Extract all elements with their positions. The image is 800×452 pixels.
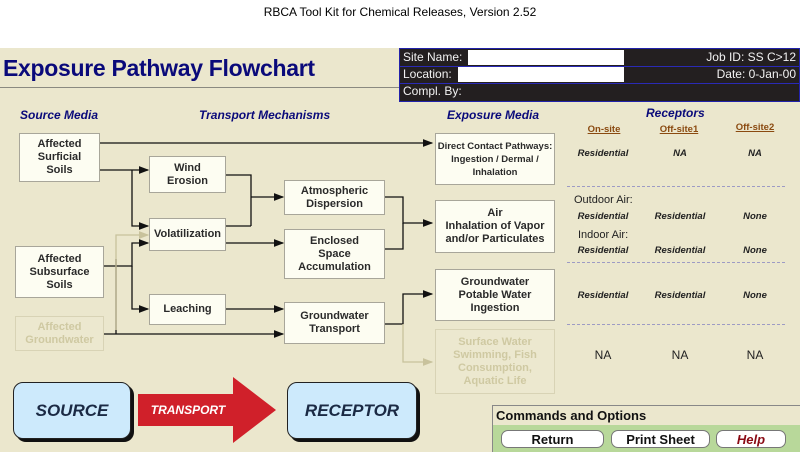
header-receptors: Receptors	[646, 106, 705, 120]
receptor-divider	[567, 324, 785, 325]
legend-transport: TRANSPORT	[150, 403, 226, 417]
job-id: Job ID: SS C>12	[706, 50, 796, 64]
receptor-gw-offsite2[interactable]: None	[743, 290, 767, 301]
return-button[interactable]: Return	[501, 430, 604, 448]
title-divider	[0, 87, 400, 88]
header-source-media: Source Media	[20, 108, 99, 122]
legend-source: SOURCE	[13, 382, 131, 439]
location-row: Location: Date: 0-Jan-00	[400, 66, 799, 84]
connector-subsurf-leach	[131, 266, 150, 313]
help-button[interactable]: Help	[716, 430, 786, 448]
receptor-direct-onsite[interactable]: Residential	[577, 148, 629, 159]
receptor-outdoor-offsite1[interactable]: Residential	[654, 211, 706, 222]
receptor-outdoor-offsite2[interactable]: None	[743, 211, 767, 222]
location-label: Location:	[403, 67, 452, 81]
legend-receptor: RECEPTOR	[287, 382, 417, 439]
receptor-gw-onsite[interactable]: Residential	[577, 290, 629, 301]
connector-gwt-surface-faded	[402, 324, 434, 366]
receptor-direct-offsite2[interactable]: NA	[748, 148, 762, 159]
app-title: RBCA Tool Kit for Chemical Releases, Ver…	[263, 5, 537, 19]
compl-by-label: Compl. By:	[403, 84, 462, 98]
header-exposure-media: Exposure Media	[447, 108, 540, 122]
site-name-row: Site Name: Job ID: SS C>12	[400, 49, 799, 67]
receptor-indoor-offsite2[interactable]: None	[743, 245, 767, 256]
receptor-sw-offsite2[interactable]: NA	[746, 348, 764, 362]
site-info-panel: Site Name: Job ID: SS C>12 Location: Dat…	[399, 48, 800, 102]
connector-atm-air	[385, 196, 434, 227]
location-field[interactable]	[458, 67, 624, 82]
connector-subsurf-branch	[104, 239, 150, 267]
box-leaching[interactable]: Leaching	[149, 294, 226, 325]
transport-arrow-icon	[138, 377, 276, 443]
connector-surficial-volat	[131, 170, 150, 230]
site-name-field[interactable]	[468, 50, 624, 65]
connector-gwt-gwing	[385, 290, 434, 325]
receptor-divider	[567, 186, 785, 187]
receptor-divider	[567, 262, 785, 263]
commands-header: Commands and Options	[492, 405, 800, 425]
receptor-col-offsite1[interactable]: Off-site1	[659, 124, 699, 135]
receptor-direct-offsite1[interactable]: NA	[673, 148, 687, 159]
date: Date: 0-Jan-00	[716, 67, 796, 81]
box-direct-contact[interactable]: Direct Contact Pathways:Ingestion / Derm…	[435, 133, 555, 185]
connector-wind-atm	[226, 174, 252, 226]
receptor-col-onsite[interactable]: On-site	[587, 124, 621, 135]
outdoor-air-label: Outdoor Air:	[574, 194, 633, 206]
connector-enclosed-air	[385, 223, 404, 250]
header-transport-mechanisms: Transport Mechanisms	[199, 108, 331, 122]
site-name-label: Site Name:	[403, 50, 463, 64]
receptor-outdoor-onsite[interactable]: Residential	[577, 211, 629, 222]
receptor-indoor-onsite[interactable]: Residential	[577, 245, 629, 256]
receptor-gw-offsite1[interactable]: Residential	[654, 290, 706, 301]
receptor-col-offsite2[interactable]: Off-site2	[735, 122, 775, 133]
compl-by-row: Compl. By:	[400, 83, 799, 100]
page-title: Exposure Pathway Flowchart	[3, 55, 315, 81]
indoor-air-label: Indoor Air:	[578, 229, 629, 241]
receptor-sw-offsite1[interactable]: NA	[671, 348, 689, 362]
receptor-indoor-offsite1[interactable]: Residential	[654, 245, 706, 256]
box-volatilization[interactable]: Volatilization	[149, 218, 226, 251]
commands-title: Commands and Options	[496, 408, 647, 423]
connector-gw-volat-faded	[115, 231, 150, 330]
print-sheet-button[interactable]: Print Sheet	[611, 430, 710, 448]
receptor-sw-onsite[interactable]: NA	[594, 348, 612, 362]
